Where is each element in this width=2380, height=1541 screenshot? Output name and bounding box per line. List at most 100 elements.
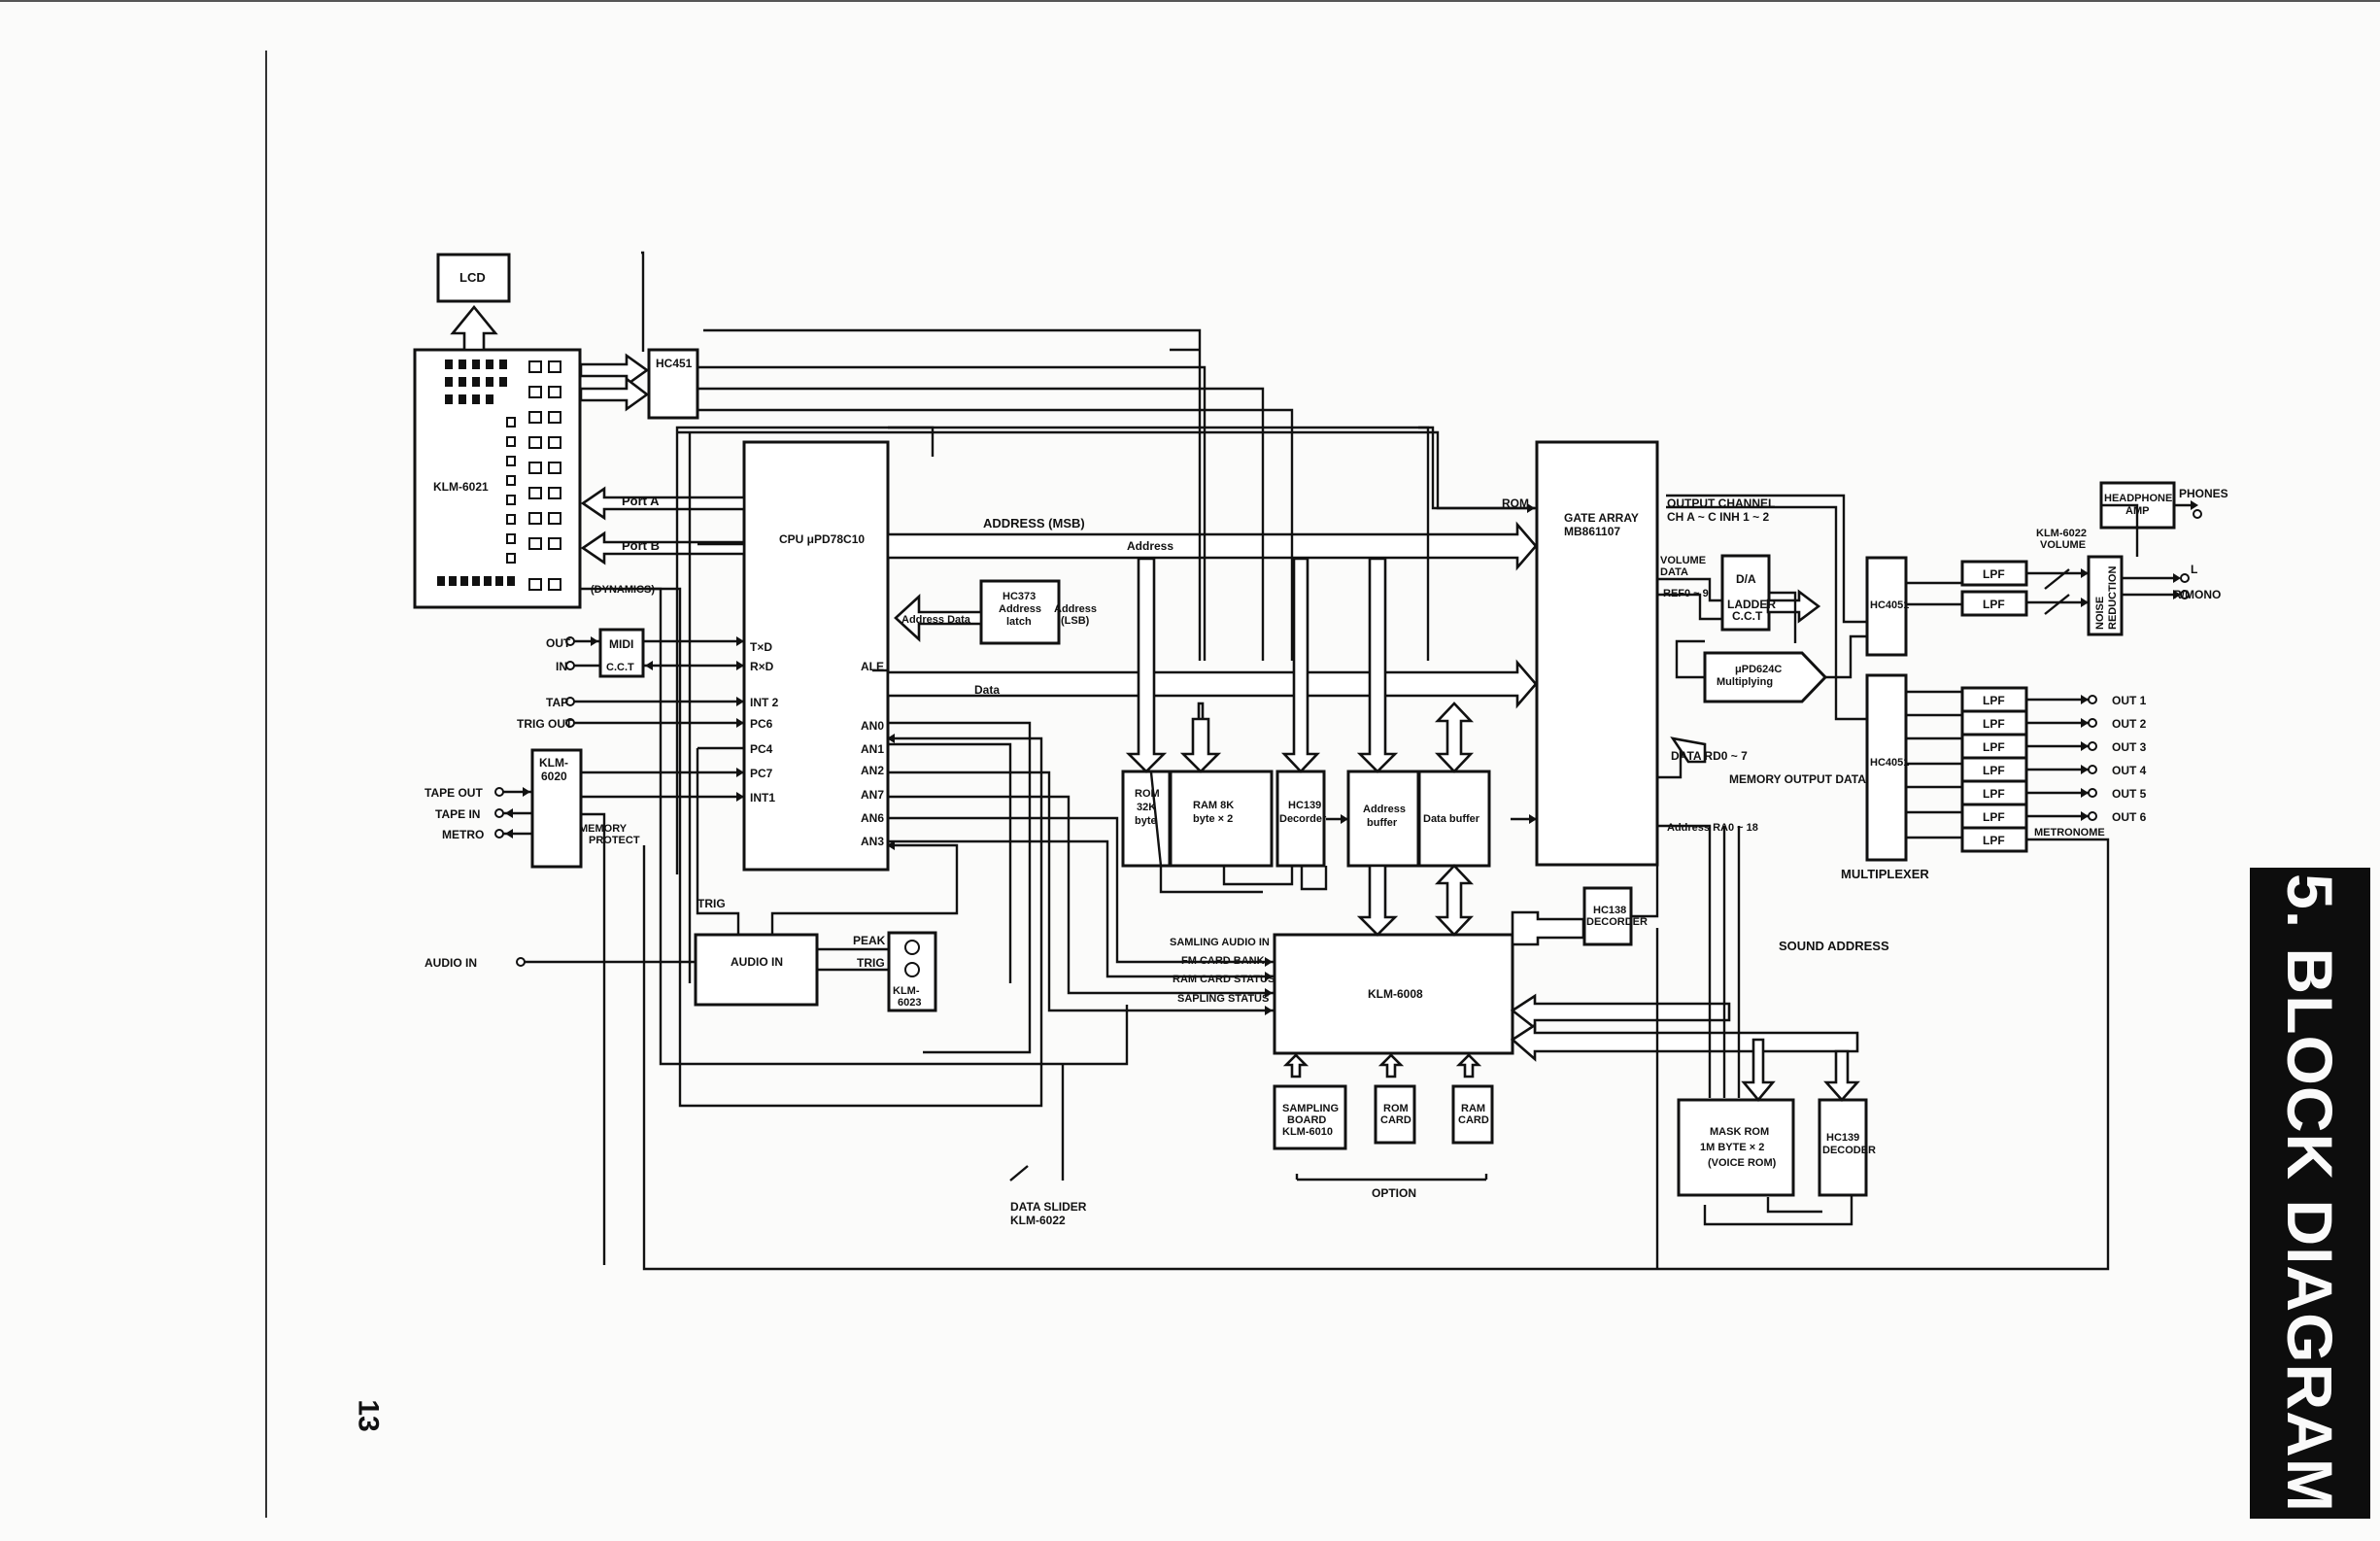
phones-label: PHONES (2179, 487, 2228, 500)
hc4051-a-label: HC4051 (1870, 599, 1909, 611)
r-mono-label: R/MONO (2173, 588, 2221, 601)
cpu-pin: AN1 (861, 742, 884, 756)
address-label: Address (1127, 539, 1173, 553)
trig-out-label: TRIG OUT (517, 717, 573, 731)
data-rd-arrow (1670, 736, 1707, 764)
klm6020-label: KLM-6020 (539, 756, 568, 783)
panel-label: KLM-6021 (433, 480, 489, 494)
audio-in-block (694, 933, 819, 1007)
peak-trig-leds (904, 940, 920, 977)
lpf-label: LPF (1983, 567, 2005, 581)
metronome-label: METRONOME (2034, 827, 2105, 839)
panel-to-hc451-arrow-1 (579, 353, 650, 388)
noise-reduction-label: NOISEREDUCTION (2094, 566, 2119, 630)
noise-reduction-block (2087, 555, 2124, 636)
hc4051-b-block (1865, 673, 1908, 862)
tape-out-label: TAPE OUT (425, 786, 483, 800)
tap-label: TAP (546, 696, 568, 709)
midi-in-label: IN (556, 660, 567, 673)
hc373-block (979, 579, 1061, 645)
out-label: OUT 4 (2112, 764, 2147, 777)
port-b-arrow (580, 531, 746, 565)
hc4051-b-label: HC4051 (1870, 757, 1909, 769)
klm6020-line-1: KLM- (539, 756, 568, 770)
midi-label: MIDI (609, 637, 633, 651)
out-label: OUT 1 (2112, 694, 2147, 707)
multiplexer-label: MULTIPLEXER (1841, 867, 1929, 881)
signal-lines (503, 251, 2193, 1271)
status-line-labels: SAMLING AUDIO IN FM CARD BANK RAM CARD S… (1170, 937, 1275, 1005)
sampling-board-block (1273, 1084, 1347, 1150)
ram-8k-block (1169, 770, 1274, 868)
audio-in-block-label: AUDIO IN (731, 955, 783, 969)
midi-cct-label: C.C.T (606, 662, 634, 673)
mask-rom-block (1677, 1098, 1795, 1197)
out-label: OUT 3 (2112, 740, 2147, 754)
cpu-label: CPU μPD78C10 (779, 532, 865, 546)
data-label: Data (974, 683, 1000, 697)
lpf-label: LPF (1983, 787, 2005, 801)
dynamics-label: (DYNAMICS) (591, 584, 655, 596)
port-a-arrow (580, 486, 746, 521)
data-rd-label: DATA RD0 ~ 7 (1671, 749, 1748, 763)
hc138-to-klm6008-arrow (1511, 910, 1585, 946)
cpu-left-pins: T×D R×D INT 2 PC6 PC4 PC7 INT1 (750, 640, 779, 805)
multiplying-dac-block (1703, 651, 1828, 703)
hc139-decoder-block (1818, 1098, 1868, 1197)
cpu-pin: PC7 (750, 767, 773, 780)
peak-label: PEAK (853, 934, 886, 947)
hc139-decorder-block (1275, 770, 1326, 868)
memory-output-data-label: MEMORY OUTPUT DATA (1729, 772, 1866, 786)
da-out-arrow (1766, 589, 1821, 624)
cpu-pin: PC6 (750, 717, 773, 731)
section-tab: 5. BLOCK DIAGRAM (2250, 868, 2370, 1519)
address-lsb-label: Address(LSB) (1054, 603, 1097, 627)
audio-in-jack-label: AUDIO IN (425, 956, 477, 970)
ref-label: REF0 ~ 9 (1663, 588, 1709, 599)
lpf-labels: LPF LPF LPF LPF LPF LPF LPF LPF LPF (1983, 567, 2005, 847)
address-msb-label: ADDRESS (MSB) (983, 516, 1085, 531)
panel-klm6021-block (413, 348, 582, 609)
cpu-pin: INT 2 (750, 696, 779, 709)
cpu-pin: R×D (750, 660, 774, 673)
gate-array-block (1535, 440, 1659, 867)
lcd-label: LCD (459, 270, 486, 285)
section-tab-title: 5. BLOCK DIAGRAM (2274, 873, 2346, 1513)
hc451-block (647, 348, 699, 420)
cpu-pin: INT1 (750, 791, 775, 805)
trig-label: TRIG (857, 956, 885, 970)
cpu-pin: AN3 (861, 835, 884, 848)
l-out-label: L (2191, 563, 2197, 576)
option-up-arrows (1282, 1053, 1482, 1079)
hc451-label: HC451 (656, 357, 693, 370)
lpf-label: LPF (1983, 694, 2005, 707)
lpf-label: LPF (1983, 717, 2005, 731)
panel-to-lcd-arrow (450, 304, 498, 352)
address-msb-arrow (886, 521, 1538, 571)
mask-rom-data-arrow (1510, 1022, 1859, 1062)
klm6023-label: KLM-6023 (893, 985, 921, 1009)
cpu-right-pins: AN0 AN1 AN2 AN7 AN6 AN3 (861, 719, 884, 848)
hc138-decorder-block (1582, 886, 1633, 946)
panel-to-hc451-arrow-2 (579, 376, 650, 412)
memory-bus-arrows (1125, 557, 1860, 1103)
connector-jacks (494, 509, 2202, 967)
out-label: OUT 6 (2112, 810, 2147, 824)
cpu-pin: AN2 (861, 764, 884, 777)
lpf-label: LPF (1983, 740, 2005, 754)
